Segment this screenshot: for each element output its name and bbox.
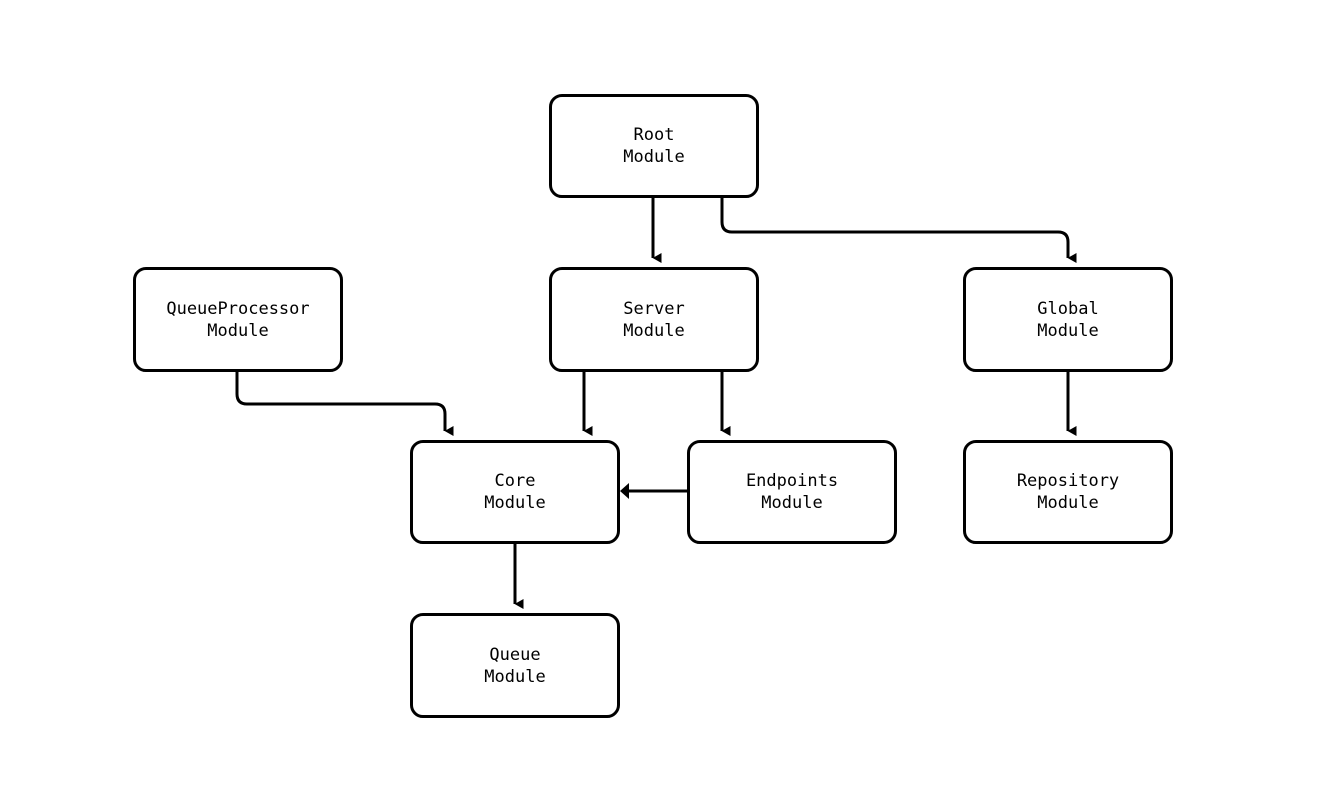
node-label-line1: Core xyxy=(494,471,536,491)
arrowhead-endpoints-to-core xyxy=(620,483,629,499)
node-label-line2: Module xyxy=(207,320,269,341)
node-label-line1: Repository xyxy=(1016,471,1120,491)
node-label-line1: Queue xyxy=(489,644,541,665)
node-label-line1: Endpoints xyxy=(745,471,839,491)
edge-root-to-global xyxy=(720,198,1077,263)
node-label-line1: Server xyxy=(623,298,685,319)
node-label-line2: Module xyxy=(1037,493,1099,513)
node-queueprocessor-module[interactable]: QueueProcessor Module xyxy=(133,267,343,372)
node-label-line1: QueueProcessor xyxy=(166,298,310,319)
node-label-line2: Module xyxy=(484,666,546,687)
node-label-line2: Module xyxy=(623,147,685,167)
node-label-line2: Module xyxy=(484,493,546,513)
node-root-module[interactable]: Root Module xyxy=(549,94,759,198)
node-label-line2: Module xyxy=(761,493,823,513)
node-repository-module[interactable]: Repository Module xyxy=(963,440,1173,544)
edge-queueprocessor-to-core xyxy=(235,372,454,436)
node-core-module[interactable]: Core Module xyxy=(410,440,620,544)
node-server-module[interactable]: Server Module xyxy=(549,267,759,372)
node-queue-module[interactable]: Queue Module xyxy=(410,613,620,718)
node-label-line2: Module xyxy=(1037,320,1099,341)
node-label-line2: Module xyxy=(623,320,685,341)
node-endpoints-module[interactable]: Endpoints Module xyxy=(687,440,897,544)
node-global-module[interactable]: Global Module xyxy=(963,267,1173,372)
node-label-line1: Global xyxy=(1037,298,1099,319)
node-label-line1: Root xyxy=(633,125,675,145)
